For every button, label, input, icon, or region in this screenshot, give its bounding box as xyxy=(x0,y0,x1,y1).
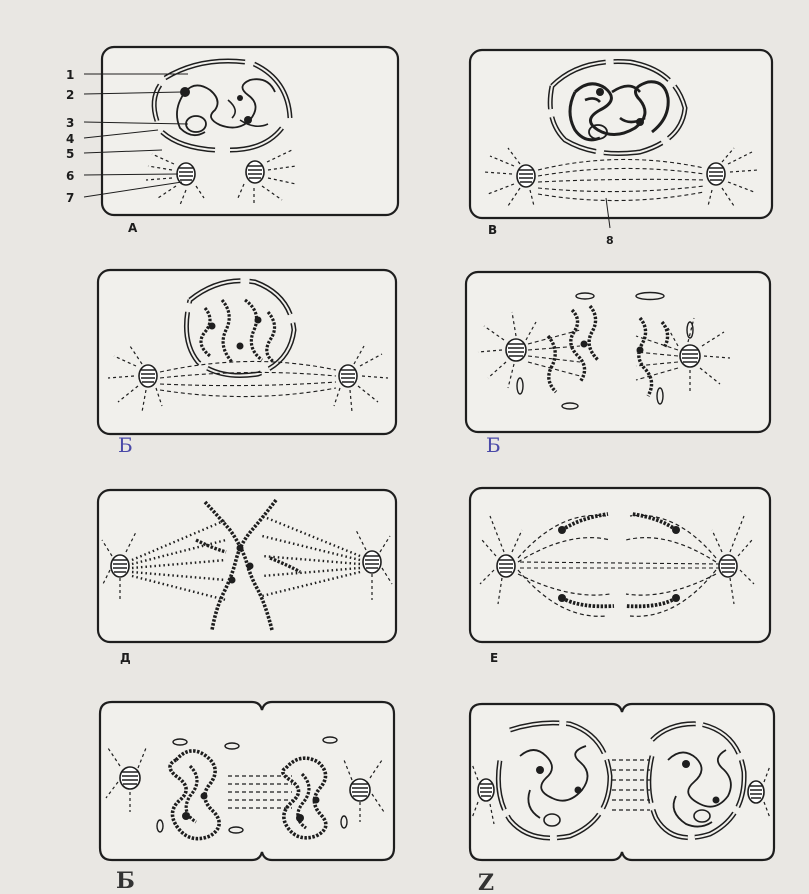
centriole-left xyxy=(478,779,494,801)
centriole-right xyxy=(680,345,700,367)
centromere-dot xyxy=(244,116,252,124)
centromere-dot xyxy=(672,594,680,602)
panel-e: Д xyxy=(98,490,396,665)
label-1: 1 xyxy=(66,68,74,82)
centriole-left xyxy=(139,365,157,387)
panel-d-letter: Б xyxy=(486,433,501,457)
panel-d: Б xyxy=(466,272,770,457)
panel-a: 1 2 3 4 5 6 7 А xyxy=(66,47,398,235)
centromere-dot xyxy=(313,797,320,804)
panel-g-letter: Б xyxy=(116,868,135,894)
centriole-right xyxy=(339,365,357,387)
centromere-dot xyxy=(558,526,566,534)
label-3: 3 xyxy=(66,116,74,130)
panel-e-letter: Д xyxy=(120,651,131,665)
centromere-dot xyxy=(536,766,544,774)
panel-b-letter: В xyxy=(488,223,497,237)
centriole-left xyxy=(177,163,195,185)
label-6: 6 xyxy=(66,169,74,183)
panel-b: 8 В xyxy=(470,50,772,247)
label-4: 4 xyxy=(66,132,74,146)
centromere-dot xyxy=(636,118,644,126)
centromere-dot xyxy=(596,88,604,96)
panel-h-letter: Z xyxy=(478,870,494,894)
centromere-dot xyxy=(229,577,236,584)
centromere-dot xyxy=(237,545,244,552)
panel-c-letter: Б xyxy=(118,433,133,457)
centriole-right xyxy=(707,163,725,185)
centromere-dot xyxy=(713,797,720,804)
panel-a-letter: А xyxy=(128,221,138,235)
centriole-right xyxy=(719,555,737,577)
centriole-right xyxy=(350,779,370,801)
centromere-dot xyxy=(237,343,244,350)
centriole-right xyxy=(363,551,381,573)
centriole-left xyxy=(497,555,515,577)
centriole-right xyxy=(748,781,764,803)
cell-outline-constricting xyxy=(100,702,394,860)
centriole-left xyxy=(506,339,526,361)
centriole-right xyxy=(246,161,264,183)
centromere-dot xyxy=(581,341,588,348)
centromere-dot xyxy=(182,812,190,820)
centriole-left xyxy=(517,165,535,187)
label-7: 7 xyxy=(66,191,74,205)
centromere-dot xyxy=(255,317,262,324)
centriole-left xyxy=(120,767,140,789)
panel-f: Е xyxy=(470,488,770,665)
centromere-dot xyxy=(637,347,644,354)
panel-c: Б xyxy=(98,270,396,457)
label-8: 8 xyxy=(606,234,614,247)
centromere-dot xyxy=(575,787,582,794)
label-5: 5 xyxy=(66,147,74,161)
centromere-dot xyxy=(672,526,680,534)
centromere-dot xyxy=(558,594,566,602)
centromere-dot xyxy=(201,793,208,800)
centromere-dot xyxy=(237,95,243,101)
panel-f-letter: Е xyxy=(490,651,498,665)
centriole-left xyxy=(111,555,129,577)
centromere-dot xyxy=(296,814,304,822)
centromere-dot xyxy=(247,563,254,570)
label-2: 2 xyxy=(66,88,74,102)
centromere-dot xyxy=(209,323,216,330)
centromere-dot xyxy=(682,760,690,768)
